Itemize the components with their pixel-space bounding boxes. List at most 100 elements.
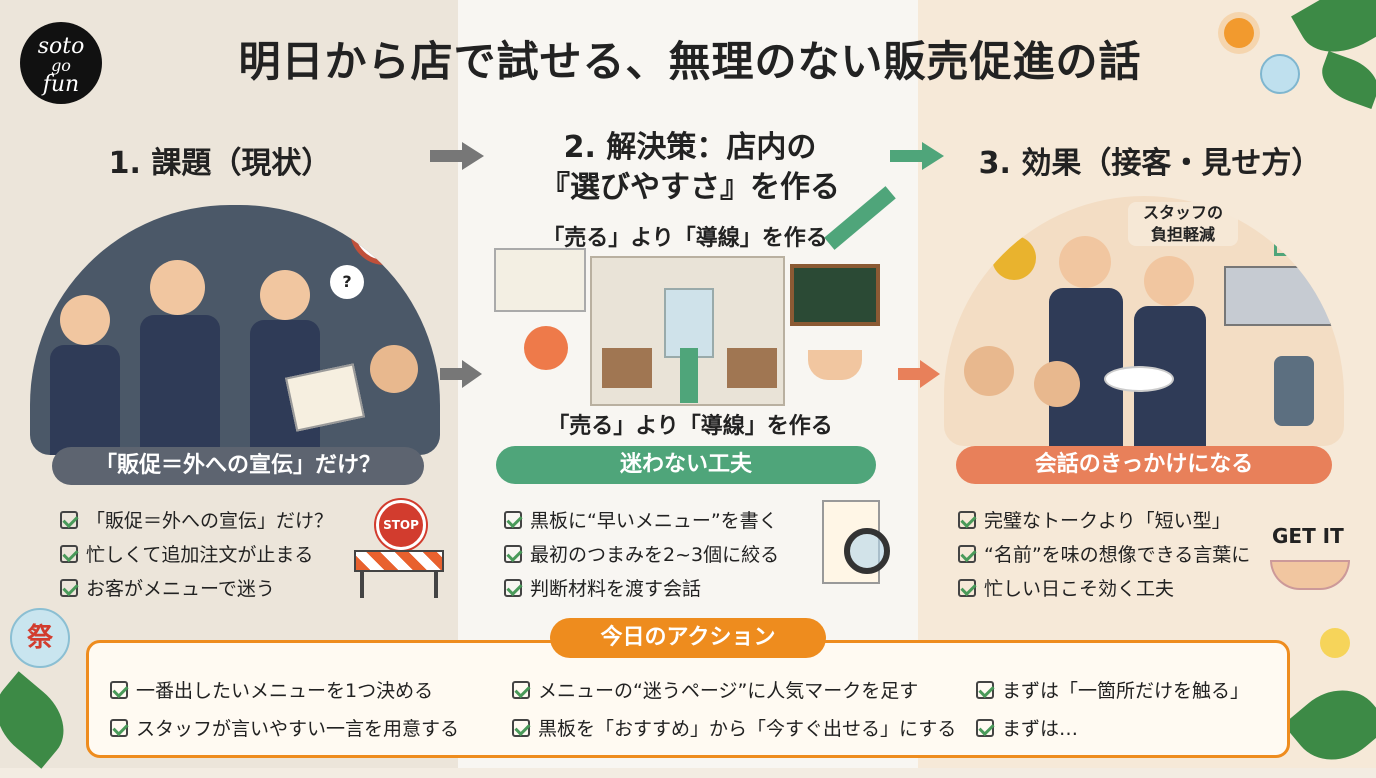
- effect-item-label: 忙しい日こそ効く工夫: [984, 578, 1175, 600]
- problem-item-label: 忙しくて追加注文が止まる: [86, 544, 314, 566]
- checkbox-icon: [976, 718, 994, 737]
- checkbox-icon: [60, 544, 78, 563]
- page-title: 明日から店で試せる、無理のない販売促進の話: [238, 37, 1142, 86]
- action-item-label: まずは…: [1002, 718, 1079, 740]
- solution-caption-top: 「売る」より「導線」を作る: [542, 226, 828, 251]
- logo-text-2: go: [51, 56, 71, 75]
- action-item-2: スタッフが言いやすい一言を用意する: [110, 714, 459, 741]
- table-left: [602, 348, 652, 388]
- action-label: 今日のアクション: [550, 618, 826, 658]
- barrier-icon: [354, 550, 444, 572]
- problem-item-2: 忙しくて追加注文が止まる: [60, 540, 313, 567]
- customer-person: [370, 345, 418, 393]
- checkbox-icon: [110, 718, 128, 737]
- arrow-right-icon-4: [898, 368, 922, 380]
- action-item-3: メニューの“迷うページ”に人気マークを足す: [512, 676, 918, 703]
- action-item-label: まずは「一箇所だけを触る」: [1002, 680, 1250, 702]
- action-item-label: 黒板を「おすすめ」から「今すぐ出せる」にする: [538, 718, 957, 740]
- checkbox-icon: [504, 510, 522, 529]
- action-item-4: 黒板を「おすすめ」から「今すぐ出せる」にする: [512, 714, 956, 741]
- checkbox-icon: [958, 510, 976, 529]
- customer-male: [964, 346, 1014, 396]
- checkbox-icon: [504, 544, 522, 563]
- effect-item-2: “名前”を味の想像できる言葉に: [958, 540, 1250, 567]
- section-2-title-line-2: 『選びやすさ』を作る: [540, 170, 840, 205]
- solution-item-label: 判断材料を渡す会話: [530, 578, 702, 600]
- festival-fan-icon: 祭: [10, 608, 70, 668]
- arrow-right-icon-2: [890, 150, 924, 162]
- checkbox-icon: [504, 578, 522, 597]
- effect-item-3: 忙しい日こそ効く工夫: [958, 574, 1174, 601]
- staff-apron-1: [50, 345, 120, 455]
- staff-burden-label-2: 負担軽減: [1150, 225, 1215, 244]
- plate-icon: [1104, 366, 1174, 392]
- section-2-title-line-1: 2. 解決策：店内の: [563, 130, 817, 165]
- action-box: [86, 640, 1290, 758]
- store-door: [664, 288, 714, 358]
- barrier-legs-icon: [360, 572, 438, 598]
- solution-item-3: 判断材料を渡す会話: [504, 574, 701, 601]
- action-item-6: まずは…: [976, 714, 1078, 741]
- lightbulb-icon: [1320, 628, 1350, 658]
- hand-pointer-icon: [524, 326, 568, 370]
- path-arrow-icon: [680, 348, 698, 403]
- coin-icon-1: [958, 208, 1002, 252]
- coin-icon-2: [992, 236, 1036, 280]
- store-interior-illustration: [590, 256, 785, 406]
- section-3-title: 3. 効果（接客・見せ方）: [978, 146, 1322, 181]
- effect-item-label: 完璧なトークより「短い型」: [984, 510, 1231, 532]
- staff-female: [1144, 256, 1194, 306]
- staff-male: [1059, 236, 1111, 288]
- problem-pill: 「販促＝外への宣伝」だけ？: [52, 447, 424, 485]
- logo-text-3: fun: [42, 72, 80, 97]
- section-1-title: 1. 課題（現状）: [108, 146, 332, 181]
- solution-item-label: 黒板に“早いメニュー”を書く: [530, 510, 778, 532]
- effect-item-1: 完璧なトークより「短い型」: [958, 506, 1231, 533]
- staff-burden-label: スタッフの 負担軽減: [1128, 202, 1238, 246]
- problem-item-1: 「販促＝外への宣伝」だけ？: [60, 506, 333, 533]
- effect-illustration: [944, 196, 1344, 446]
- arrow-right-icon-3: [440, 368, 464, 380]
- effect-pill: 会話のきっかけになる: [956, 446, 1332, 484]
- phone-bulb-icon: [1274, 356, 1314, 426]
- table-right: [727, 348, 777, 388]
- checkbox-icon: [60, 510, 78, 529]
- chalkboard-icon: [790, 264, 880, 326]
- logo-text-1: soto: [37, 34, 85, 59]
- stop-sign-icon: STOP: [376, 500, 426, 550]
- checkbox-icon: [512, 718, 530, 737]
- solution-item-label: 最初のつまみを2~3個に絞る: [530, 544, 780, 566]
- staff-person-2: [150, 260, 205, 315]
- arrow-head-icon-2: [922, 142, 944, 170]
- arrow-head-icon-3: [462, 360, 482, 388]
- sotogofun-logo: soto go fun: [20, 22, 102, 104]
- action-item-5: まずは「一箇所だけを触る」: [976, 676, 1249, 703]
- solution-item-2: 最初のつまみを2~3個に絞る: [504, 540, 779, 567]
- staff-person-1: [60, 295, 110, 345]
- checkbox-icon: [60, 578, 78, 597]
- chart-up-icon: [1274, 206, 1334, 256]
- arrow-right-icon: [430, 150, 464, 162]
- problem-item-3: お客がメニューで迷う: [60, 574, 275, 601]
- solution-caption-bottom: 「売る」より「導線」を作る: [547, 414, 833, 439]
- action-item-label: スタッフが言いやすい一言を用意する: [136, 718, 460, 740]
- question-bubble-icon: ?: [330, 265, 364, 299]
- clock-icon: [350, 205, 420, 265]
- effect-item-label: “名前”を味の想像できる言葉に: [984, 544, 1251, 566]
- uchiwa-fan-icon: [1260, 54, 1300, 94]
- menu-open-icon: [494, 248, 586, 312]
- problem-item-label: お客がメニューで迷う: [86, 578, 275, 600]
- customer-female: [1034, 361, 1080, 407]
- checkbox-icon: [512, 680, 530, 699]
- action-item-label: 一番出したいメニューを1つ決める: [136, 680, 434, 702]
- get-it-label: GET IT: [1272, 524, 1344, 548]
- checkbox-icon: [958, 578, 976, 597]
- cash-register-icon: [1224, 266, 1332, 326]
- solution-item-1: 黒板に“早いメニュー”を書く: [504, 506, 778, 533]
- checkbox-icon: [976, 680, 994, 699]
- arrow-head-icon-4: [920, 360, 940, 388]
- sun-icon: [1224, 18, 1254, 48]
- magnifier-icon: [844, 528, 890, 574]
- solution-pill: 迷わない工夫: [496, 446, 876, 484]
- sprout-hand-icon: [808, 350, 862, 380]
